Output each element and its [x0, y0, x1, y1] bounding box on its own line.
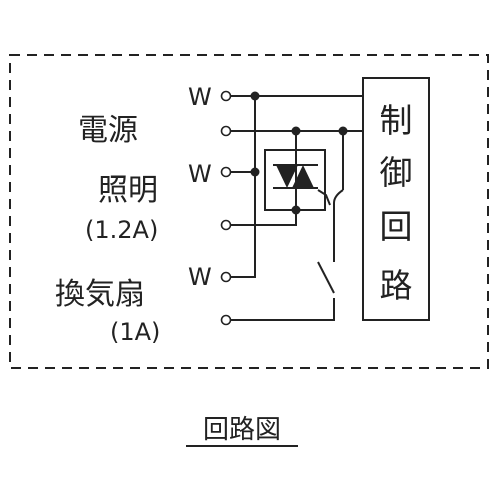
junction-dot [250, 91, 260, 101]
terminal-power [220, 125, 232, 137]
lighting-label: 照明 [98, 173, 158, 208]
terminal-lighting-w [220, 166, 232, 178]
junction-dot [338, 126, 348, 136]
terminal-fan [220, 314, 232, 326]
terminal-lighting [220, 219, 232, 231]
control-circuit-char-3: 回 [380, 207, 413, 246]
junction-dot [291, 205, 301, 215]
enclosure-dashed-frame [9, 54, 489, 369]
junction-dot [291, 126, 301, 136]
fan-rating-label: (1A) [110, 318, 160, 346]
terminal-power-w [220, 90, 232, 102]
fan-label: 換気扇 [55, 277, 145, 312]
lighting-rating-label: (1.2A) [85, 216, 158, 244]
control-circuit-char-2: 御 [380, 153, 413, 192]
w-mark-lighting: W [188, 160, 212, 188]
control-circuit-char-4: 路 [380, 266, 413, 305]
power-label: 電源 [78, 113, 138, 148]
junction-dot [250, 167, 260, 177]
caption-title: 回路図 [203, 415, 281, 445]
w-mark-power: W [188, 83, 212, 111]
control-circuit-box [362, 77, 430, 321]
terminal-fan-w [220, 271, 232, 283]
w-mark-fan: W [188, 263, 212, 291]
control-circuit-char-1: 制 [380, 101, 413, 140]
